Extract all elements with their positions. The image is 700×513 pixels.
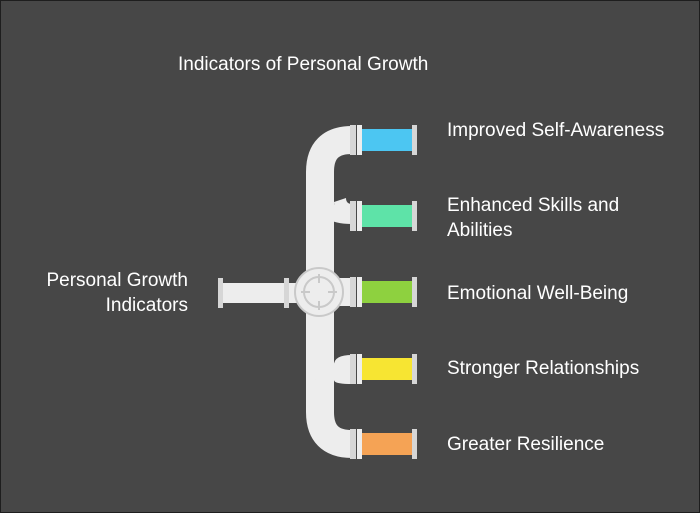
colored-segment-2 [362,205,412,227]
output-pipe-5 [350,429,417,459]
output-pipe-1 [350,125,417,155]
branch-4-connector [314,361,353,389]
item-label-4: Stronger Relationships [447,358,640,379]
source-label: Personal Growth Indicators [46,270,188,316]
item-label-2: Enhanced Skills and Abilities [447,195,620,241]
colored-segment-4 [362,358,412,380]
colored-segment-3 [362,281,412,303]
input-pipe [218,278,299,308]
colored-segment-5 [362,433,412,455]
valve-icon [294,267,344,317]
item-label-5: Greater Resilience [447,434,605,455]
item-label-3: Emotional Well-Being [447,283,629,304]
branch-2-connector [314,195,353,224]
item-label-1: Improved Self-Awareness [447,120,665,141]
output-pipe-2 [350,201,417,231]
diagram-title: Indicators of Personal Growth [178,54,429,75]
output-pipe-3 [350,277,417,307]
output-pipe-4 [350,354,417,384]
colored-segment-1 [362,129,412,151]
